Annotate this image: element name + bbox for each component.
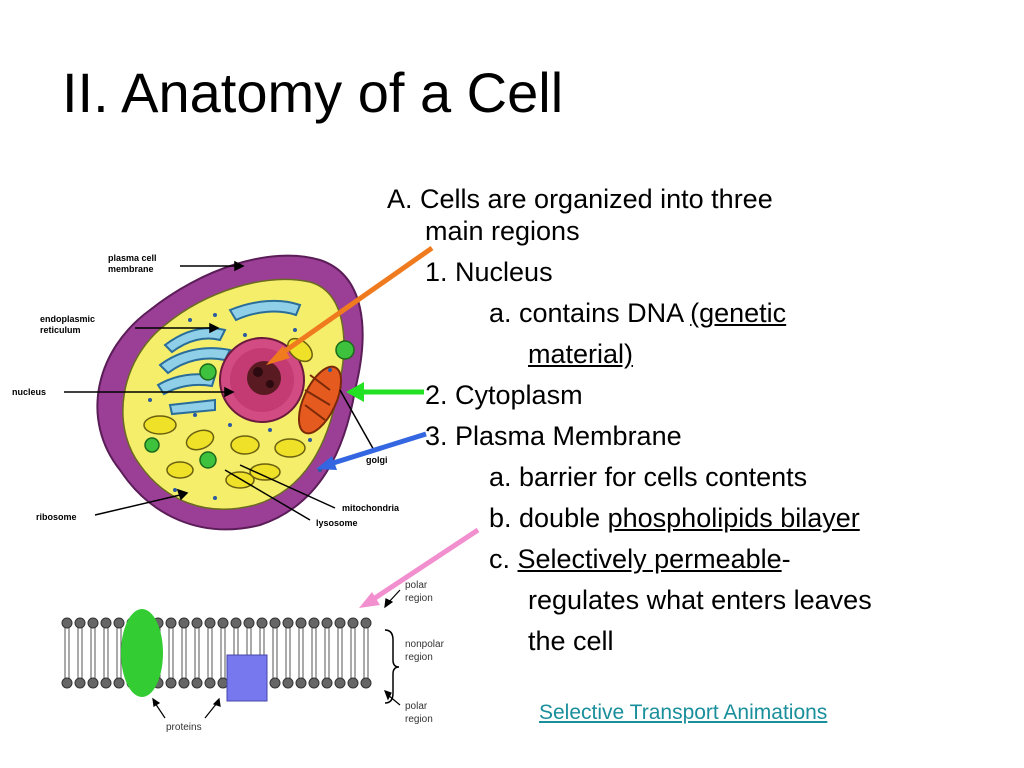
outline-item-a: A. Cells are organized into three — [387, 184, 773, 214]
lipid-head — [178, 677, 190, 689]
outline-item-3c-cont1: regulates what enters leaves — [528, 585, 872, 615]
lipid-head — [308, 677, 320, 689]
lipid-head — [165, 677, 177, 689]
lipid-head — [191, 677, 203, 689]
outline-item-1: 1. Nucleus — [425, 257, 553, 287]
lipid-head — [321, 617, 333, 629]
outline-item-3b-underlined: phospholipids bilayer — [607, 503, 860, 533]
outline-item-1a-text: a. contains DNA — [489, 298, 691, 328]
outline-item-1a-underlined: (genetic — [690, 298, 787, 328]
lipid-head — [61, 677, 73, 689]
outline-item-3c-dash: - — [781, 544, 791, 574]
lipid-head — [61, 617, 73, 629]
label-polar-bottom-2: region — [405, 714, 433, 725]
outline-item-3c-cont2: the cell — [528, 626, 614, 656]
label-ribosome: ribosome — [36, 512, 77, 522]
label-mitochondria: mitochondria — [342, 503, 400, 513]
label-nonpolar-2: region — [405, 652, 433, 663]
selective-transport-link[interactable]: Selective Transport Animations — [539, 701, 828, 724]
phospholipid-heads — [61, 617, 372, 689]
lipid-head — [113, 617, 125, 629]
lipid-head — [282, 617, 294, 629]
lipid-head — [347, 677, 359, 689]
label-polar-top-2: region — [405, 593, 433, 604]
lipid-head — [178, 617, 190, 629]
label-lysosome: lysosome — [316, 518, 358, 528]
label-plasma-membrane-2: membrane — [108, 264, 154, 274]
label-er-1: endoplasmic — [40, 314, 95, 324]
lipid-head — [87, 677, 99, 689]
lipid-head — [321, 677, 333, 689]
label-golgi: golgi — [366, 455, 388, 465]
lipid-head — [243, 617, 255, 629]
animal-cell-diagram: plasma cell membrane endoplasmic reticul… — [12, 253, 400, 531]
lipid-head — [295, 617, 307, 629]
lipid-head — [100, 677, 112, 689]
lipid-head — [334, 677, 346, 689]
lipid-head — [74, 677, 86, 689]
outline-item-3a: a. barrier for cells contents — [489, 462, 808, 492]
outline-item-3c-underlined: Selectively permeable — [517, 544, 782, 574]
slide-title: II. Anatomy of a Cell — [62, 61, 564, 124]
lipid-head — [191, 617, 203, 629]
outline-item-3: 3. Plasma Membrane — [425, 421, 682, 451]
lipid-head — [87, 617, 99, 629]
outline-item-3c: c. Selectively permeable- — [489, 543, 791, 575]
lipid-head — [360, 617, 372, 629]
lipid-head — [217, 617, 229, 629]
cell-leader-lines — [64, 260, 376, 521]
label-proteins: proteins — [166, 722, 202, 733]
outline-item-1a: a. contains DNA (genetic — [489, 297, 786, 329]
lipid-head — [308, 617, 320, 629]
outline-item-2: 2. Cytoplasm — [425, 380, 583, 410]
lipid-head — [347, 617, 359, 629]
lipid-head — [204, 677, 216, 689]
outline-item-3c-text: c. — [489, 544, 518, 574]
lipid-head — [282, 677, 294, 689]
green-protein — [121, 609, 163, 697]
blue-protein — [226, 654, 268, 702]
lipid-head — [204, 617, 216, 629]
nonpolar-brace — [384, 629, 400, 704]
label-polar-top-1: polar — [405, 580, 428, 591]
lipid-head — [269, 617, 281, 629]
lipid-head — [74, 617, 86, 629]
phospholipid-bilayer-diagram: polar region nonpolar region polar regio… — [61, 580, 445, 733]
label-plasma-membrane-1: plasma cell — [108, 253, 157, 263]
label-nonpolar-1: nonpolar — [405, 639, 445, 650]
outline-item-a-cont: main regions — [425, 216, 580, 246]
lipid-head — [269, 677, 281, 689]
label-nucleus: nucleus — [12, 387, 46, 397]
lipid-head — [256, 617, 268, 629]
lipid-head — [334, 617, 346, 629]
lipid-head — [100, 617, 112, 629]
lipid-head — [113, 677, 125, 689]
endoplasmic-reticulum-shape — [156, 299, 302, 416]
outline-item-1a-cont: material) — [528, 339, 634, 369]
lipid-head — [360, 677, 372, 689]
outline-item-3b: b. double phospholipids bilayer — [489, 502, 860, 534]
label-polar-bottom-1: polar — [405, 701, 428, 712]
outline-item-3b-text: b. double — [489, 503, 608, 533]
golgi-shape — [297, 365, 343, 435]
label-er-2: reticulum — [40, 325, 81, 335]
lipid-head — [165, 617, 177, 629]
lipid-head — [295, 677, 307, 689]
lipid-head — [230, 617, 242, 629]
